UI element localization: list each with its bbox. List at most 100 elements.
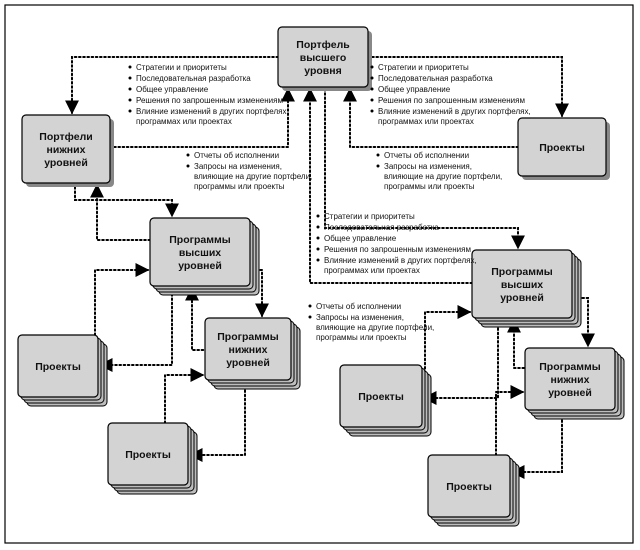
list-item-text: программы или проекты: [316, 333, 407, 342]
list-item-text: Последовательная разработка: [378, 74, 493, 83]
list-item-text: Влияние изменений в других портфелях,: [378, 107, 531, 116]
list-item-text: программах или проектах: [136, 117, 232, 126]
box-label: нижних: [229, 344, 268, 356]
box-face: [21, 114, 111, 184]
box-label: нижних: [47, 144, 86, 156]
box-face: [204, 317, 292, 381]
box-projects-top-right: Проекты: [517, 117, 610, 180]
box-label: Проекты: [446, 481, 492, 493]
conn-low-left-to-proj-bottom: [188, 381, 246, 462]
box-face: [17, 334, 99, 398]
conn-top-to-projects-right: [367, 56, 569, 118]
bullet-dot: [376, 164, 380, 168]
conn-projects-right-to-top: [343, 87, 519, 148]
box-face: [471, 249, 573, 319]
list-item-text: Общее управление: [324, 234, 397, 243]
box-face: [517, 117, 607, 177]
bullet-dot: [128, 109, 132, 113]
bullet-dot: [128, 98, 132, 102]
conn-programs-left-to-lower: [90, 183, 151, 241]
box-face: [107, 422, 189, 486]
list-item-text: Последовательная разработка: [136, 74, 251, 83]
conn-proj-left-to-programs: [94, 263, 150, 336]
list-item-text: программы или проекты: [384, 182, 475, 191]
bullet-dot: [308, 304, 312, 308]
outer-frame: [4, 4, 634, 544]
list-item-text: Стратегии и приоритеты: [136, 63, 227, 72]
box-label: Проекты: [539, 142, 585, 154]
list-item-text: Общее управление: [136, 85, 209, 94]
list-item-text: Последовательная разработка: [324, 223, 439, 232]
bullet-dot: [316, 225, 320, 229]
box-label: Проекты: [358, 391, 404, 403]
box-projects-bottom-right: Проекты: [427, 454, 520, 527]
box-face: [277, 26, 369, 88]
bullet-dot: [370, 87, 374, 91]
list-item-text: Запросы на изменения,: [194, 162, 282, 171]
list-item-text: Общее управление: [378, 85, 451, 94]
list-item-text: программах или проектах: [378, 117, 474, 126]
list-item-text: Влияние изменений в других портфелях,: [324, 256, 477, 265]
box-projects-bottom-left: Проекты: [107, 422, 198, 495]
bullet-dot: [186, 153, 190, 157]
box-label: уровней: [44, 157, 88, 169]
conn-programs-right-to-top: [303, 87, 473, 284]
bullet-dot: [316, 236, 320, 240]
box-label: высших: [501, 279, 543, 291]
bullet-dot: [308, 315, 312, 319]
conn-lower-portfolios-to-top: [109, 87, 295, 148]
list-item-text: Запросы на изменения,: [384, 162, 472, 171]
boxes: ПортфельвысшегоуровняПортфелинижнихуровн…: [17, 26, 625, 527]
list-item-text: Отчеты об исполнении: [384, 151, 469, 160]
bullet-dot: [370, 98, 374, 102]
bullet-dot: [370, 65, 374, 69]
bullet-dot: [316, 214, 320, 218]
box-label: уровней: [226, 357, 270, 369]
box-label: Программы: [169, 234, 231, 246]
bullet-dot: [128, 65, 132, 69]
bullet-dot: [370, 109, 374, 113]
list-item-text: Решения по запрошенным изменениям: [136, 96, 283, 105]
box-label: Портфели: [39, 131, 92, 143]
list-item-text: Влияние изменений в других портфелях,: [136, 107, 289, 116]
conn-proj-bottom-left-to-low: [164, 368, 205, 424]
list-item-text: Стратегии и приоритеты: [324, 212, 415, 221]
list-item-text: влияющие на другие портфели,: [384, 172, 502, 181]
conn-proj-mid-to-programs-right: [424, 305, 472, 378]
conn-top-to-programs-right: [324, 88, 525, 250]
bullet-dot: [316, 247, 320, 251]
box-label: нижних: [551, 374, 590, 386]
box-label: Портфель: [296, 39, 350, 51]
list-item-text: влияющие на другие портфели,: [316, 323, 434, 332]
box-face: [339, 364, 423, 428]
box-face: [524, 347, 616, 411]
conn-lower-to-programs-left: [74, 182, 179, 218]
box-label: уровня: [304, 65, 341, 77]
box-label: уровней: [500, 292, 544, 304]
list-item-text: программах или проектах: [324, 266, 420, 275]
conn-low-right-to-proj-bottom: [510, 411, 563, 479]
list-item-text: Стратегии и приоритеты: [378, 63, 469, 72]
box-label: уровней: [178, 260, 222, 272]
list-item-text: Решения по запрошенным изменениям: [378, 96, 525, 105]
conn-programs-right-to-proj-mid: [422, 319, 499, 405]
connectors: [65, 56, 595, 479]
bullet-dot: [186, 164, 190, 168]
box-label: Проекты: [125, 449, 171, 461]
box-label: высшего: [300, 52, 347, 64]
box-label: высших: [179, 247, 221, 259]
list-item-text: Решения по запрошенным изменениям: [324, 245, 471, 254]
